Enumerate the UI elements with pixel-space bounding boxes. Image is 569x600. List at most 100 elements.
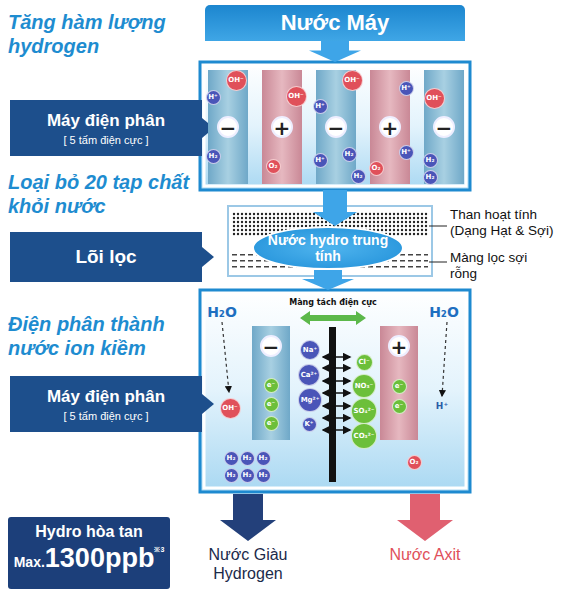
ion-label: H₂ xyxy=(259,454,268,462)
ion-label: H⁺ xyxy=(208,93,218,101)
text-row: Hydro hòa tan xyxy=(12,523,166,541)
ion-label: OH⁻ xyxy=(288,92,304,100)
ion-label: OH⁻ xyxy=(222,404,238,412)
ion-label: e⁻ xyxy=(267,381,275,389)
ion-label: O₂ xyxy=(268,162,277,170)
node-text: 1300ppb xyxy=(45,543,155,573)
ion-label: O₂ xyxy=(409,458,418,466)
polarity-symbol: + xyxy=(388,335,410,357)
stage-heading: Tăng hàm lượng hydrogen xyxy=(8,10,200,58)
node-text: Max. xyxy=(14,554,45,570)
ion-circle: H₂ xyxy=(423,153,438,168)
polarity-symbol: − xyxy=(260,335,282,357)
ion-circle: H₂ xyxy=(351,169,366,184)
ion-circle: OH⁻ xyxy=(342,70,363,91)
dashed-arrow xyxy=(222,322,229,392)
ion-label: H₂ xyxy=(227,454,236,462)
ion-label: e⁻ xyxy=(395,382,403,390)
ion-label: H₂ xyxy=(354,172,363,180)
node-text: Nước hydro trung tính xyxy=(264,232,392,264)
polarity-symbol: − xyxy=(325,116,347,138)
ion-arrows xyxy=(323,357,350,430)
ion-label: H⁺ xyxy=(401,84,411,92)
ion-circle: Cl⁻ xyxy=(356,354,373,371)
leader-line xyxy=(429,226,447,227)
ion-circle: H₂ xyxy=(240,451,255,466)
ion-label: H₂ xyxy=(243,471,252,479)
ion-circle: O₂ xyxy=(266,159,281,174)
ion-label: H₂ xyxy=(426,173,435,181)
flow-arrow xyxy=(309,41,361,62)
stage-heading: Loại bỏ 20 tạp chất khỏi nước xyxy=(8,170,213,218)
ion-circle: H⁺ xyxy=(313,153,328,168)
ion-label: H₂ xyxy=(259,471,268,479)
ion-circle: Na⁺ xyxy=(300,340,320,360)
ion-label: Ca²⁺ xyxy=(301,371,318,379)
node-text: ※3 xyxy=(154,546,164,553)
ion-circle: OH⁻ xyxy=(226,70,247,91)
ion-circle: O₂ xyxy=(369,161,384,176)
ion-circle: OH⁻ xyxy=(220,398,241,419)
tank-text: H₂O xyxy=(429,304,459,320)
ion-label: OH⁻ xyxy=(228,76,244,84)
polarity-symbol: − xyxy=(217,116,239,138)
flow-arrow xyxy=(313,190,357,226)
membrane-arrow xyxy=(300,311,366,325)
ion-circle: e⁻ xyxy=(392,379,407,394)
ion-label: e⁻ xyxy=(395,402,403,410)
node-text: Hydro hòa tan xyxy=(12,523,166,541)
ion-circle: H₂ xyxy=(423,170,438,185)
output-label: Nước Giàu Hydrogen xyxy=(178,545,318,583)
ion-circle: e⁻ xyxy=(264,378,279,393)
ion-circle: H₂ xyxy=(224,451,239,466)
leader-line xyxy=(429,262,447,263)
ion-label: OH⁻ xyxy=(426,94,442,102)
ion-circle: e⁻ xyxy=(392,399,407,414)
tank-frame xyxy=(200,290,470,492)
ion-circle: OH⁻ xyxy=(286,86,307,107)
ion-label: OH⁻ xyxy=(344,76,360,84)
filter-label: Màng lọc sợi rỗng xyxy=(450,250,540,282)
ion-label: K⁺ xyxy=(304,420,313,428)
filter-label: Than hoạt tính (Dạng Hạt & Sợi) xyxy=(450,207,567,239)
ion-circle: CO₃²⁻ xyxy=(351,423,377,449)
ion-circle: NO₃⁻ xyxy=(352,374,376,398)
ion-label: O₂ xyxy=(371,164,380,172)
ion-label: H₂ xyxy=(345,150,354,158)
ion-label: H₂ xyxy=(426,156,435,164)
callout-box: Lõi lọc xyxy=(10,232,202,282)
node-text: Lõi lọc xyxy=(75,246,136,268)
ion-circle: Mg²⁺ xyxy=(298,388,322,412)
flow-arrow xyxy=(302,270,354,290)
ion-circle: Ca²⁺ xyxy=(298,364,320,386)
ion-circle: H⁺ xyxy=(399,145,414,160)
tank-text: H₂O xyxy=(207,304,237,320)
ion-label: H₂ xyxy=(209,152,218,160)
tank-frame xyxy=(200,62,470,190)
ion-circle: H⁺ xyxy=(206,90,221,105)
ion-label: Na⁺ xyxy=(303,346,317,354)
water-oval: Nước hydro trung tính xyxy=(252,226,404,270)
ion-circle: OH⁻ xyxy=(424,88,445,109)
ion-circle: K⁺ xyxy=(302,417,317,432)
callout-box: Máy điện phân[ 5 tấm điện cực ] xyxy=(10,100,202,156)
polarity-symbol: − xyxy=(433,116,455,138)
ion-circle: e⁻ xyxy=(264,416,279,431)
ion-label: e⁻ xyxy=(267,419,275,427)
polarity-symbol: + xyxy=(271,116,293,138)
ion-label: H⁺ xyxy=(401,148,411,156)
ion-label: H₂ xyxy=(243,454,252,462)
ion-label: CO₃²⁻ xyxy=(354,432,375,440)
tank-text: Màng tách điện cực xyxy=(289,298,377,307)
ion-circle: O₂ xyxy=(407,455,422,470)
ion-circle: H₂ xyxy=(256,468,271,483)
ion-circle: H⁺ xyxy=(399,81,414,96)
polarity-symbol: + xyxy=(379,116,401,138)
callout-box: Máy điện phân[ 5 tấm điện cực ] xyxy=(10,376,202,432)
ion-label: e⁻ xyxy=(267,400,275,408)
stage-heading: Điện phân thành nước ion kiềm xyxy=(8,312,198,360)
output-arrow xyxy=(220,494,276,541)
ion-label: SO₄²⁻ xyxy=(354,407,375,415)
ion-label: H⁺ xyxy=(315,102,325,110)
ion-circle: H₂ xyxy=(256,451,271,466)
